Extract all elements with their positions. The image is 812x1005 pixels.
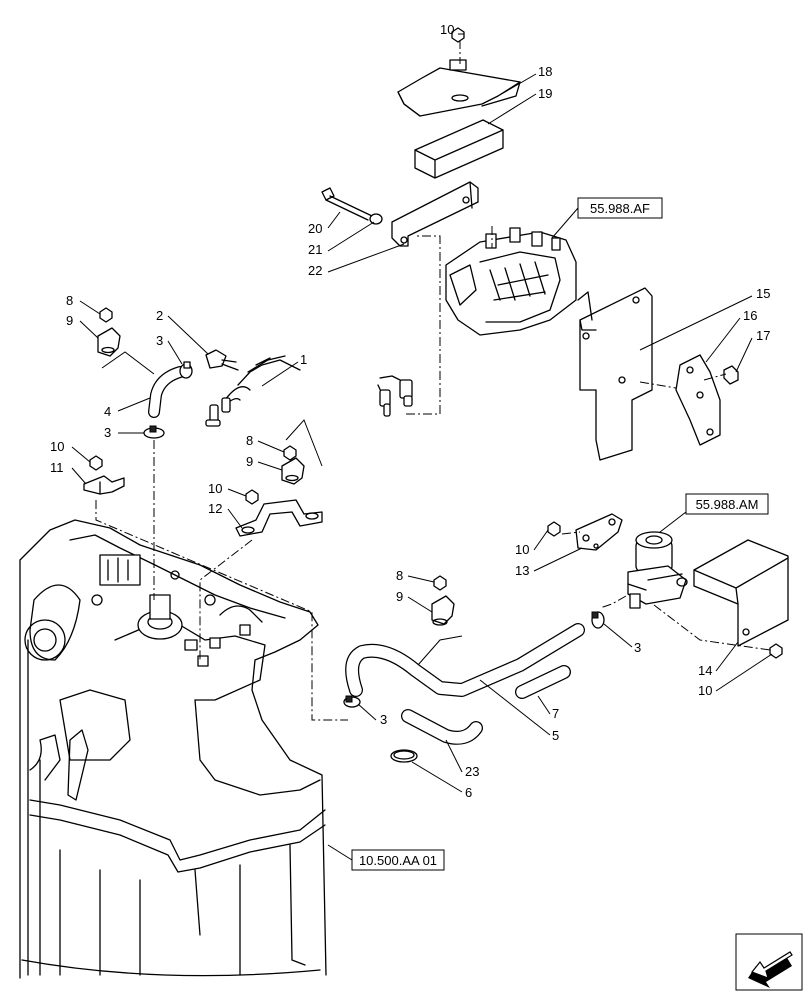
mount-bracket-22 bbox=[391, 181, 479, 247]
callout-19: 19 bbox=[538, 86, 552, 101]
callout-8: 8 bbox=[246, 433, 253, 448]
screw-10-a bbox=[451, 27, 465, 43]
callout-16: 16 bbox=[743, 308, 757, 323]
fuel-tank bbox=[19, 519, 327, 979]
callout-22: 22 bbox=[308, 263, 322, 278]
callout-23: 23 bbox=[465, 764, 479, 779]
callout-9: 9 bbox=[66, 313, 73, 328]
screw-10-d bbox=[547, 521, 561, 537]
callout-3: 3 bbox=[156, 333, 163, 348]
cover-14 bbox=[693, 539, 789, 647]
hose-4 bbox=[148, 366, 186, 418]
mount-plate-15 bbox=[577, 287, 653, 461]
svg-text:10.500.AA 01: 10.500.AA 01 bbox=[359, 853, 437, 868]
clip-9-left bbox=[97, 327, 155, 375]
callout-17: 17 bbox=[756, 328, 770, 343]
leader-lines bbox=[71, 33, 773, 793]
bracket-11 bbox=[83, 475, 125, 495]
screw-10-b bbox=[89, 455, 103, 471]
clip-9-mid bbox=[281, 419, 323, 485]
callout-1: 1 bbox=[300, 352, 307, 367]
callout-10: 10 bbox=[698, 683, 712, 698]
callout-21: 21 bbox=[308, 242, 322, 257]
callout-7: 7 bbox=[552, 706, 559, 721]
callout-8: 8 bbox=[66, 293, 73, 308]
screw-10-e bbox=[769, 643, 783, 659]
callout-10: 10 bbox=[50, 439, 64, 454]
callout-10: 10 bbox=[440, 22, 454, 37]
ref-55988am[interactable]: 55.988.AM bbox=[659, 493, 769, 533]
connector-2 bbox=[205, 349, 239, 371]
bolt-20 bbox=[321, 187, 373, 221]
ref-55988af[interactable]: 55.988.AF bbox=[551, 197, 663, 239]
screw-10-c bbox=[245, 489, 259, 505]
callout-2: 2 bbox=[156, 308, 163, 323]
hose-5 bbox=[345, 623, 585, 697]
callout-15: 15 bbox=[756, 286, 770, 301]
clamp-3-bottom bbox=[343, 695, 361, 708]
callout-5: 5 bbox=[552, 728, 559, 743]
callout-4: 4 bbox=[104, 404, 111, 419]
callout-10: 10 bbox=[208, 481, 222, 496]
arrow-icon[interactable] bbox=[735, 933, 803, 991]
bracket-12 bbox=[235, 499, 323, 537]
callout-3: 3 bbox=[634, 640, 641, 655]
cover-bracket-18 bbox=[397, 59, 521, 117]
svg-text:55.988.AF: 55.988.AF bbox=[590, 201, 650, 216]
callout-8: 8 bbox=[396, 568, 403, 583]
clamp-3-upper bbox=[179, 361, 193, 379]
callout-20: 20 bbox=[308, 221, 322, 236]
pad-19 bbox=[414, 119, 504, 179]
solenoid-valve bbox=[627, 531, 688, 609]
plate-13 bbox=[575, 513, 623, 551]
callout-9: 9 bbox=[246, 454, 253, 469]
callout-12: 12 bbox=[208, 501, 222, 516]
callout-labels: 10 18 19 20 21 22 8 9 2 3 1 4 3 8 9 10 1… bbox=[50, 22, 770, 800]
clip-9-lower bbox=[417, 595, 463, 666]
callout-18: 18 bbox=[538, 64, 552, 79]
valve-block bbox=[445, 227, 577, 336]
callout-6: 6 bbox=[465, 785, 472, 800]
wire-harness-1 bbox=[205, 355, 413, 427]
callout-3: 3 bbox=[380, 712, 387, 727]
washer-21 bbox=[369, 213, 383, 225]
callout-9: 9 bbox=[396, 589, 403, 604]
screw-8-lower bbox=[433, 575, 447, 591]
screw-8-mid bbox=[283, 445, 297, 461]
svg-text:55.988.AM: 55.988.AM bbox=[696, 497, 759, 512]
callout-13: 13 bbox=[515, 563, 529, 578]
callout-10: 10 bbox=[515, 542, 529, 557]
clamp-3-right bbox=[591, 611, 605, 629]
ref-10500aa01[interactable]: 10.500.AA 01 bbox=[327, 844, 445, 871]
bracket-16 bbox=[675, 354, 721, 446]
clamp-3-lower bbox=[143, 425, 165, 439]
nut-17 bbox=[723, 365, 739, 385]
assembly-lines bbox=[95, 40, 771, 721]
callout-3: 3 bbox=[104, 425, 111, 440]
screw-8-left bbox=[99, 307, 113, 323]
callout-11: 11 bbox=[50, 460, 64, 475]
ring-6 bbox=[390, 749, 418, 763]
callout-14: 14 bbox=[698, 663, 712, 678]
hose-23 bbox=[401, 709, 483, 745]
hose-7 bbox=[515, 665, 571, 699]
